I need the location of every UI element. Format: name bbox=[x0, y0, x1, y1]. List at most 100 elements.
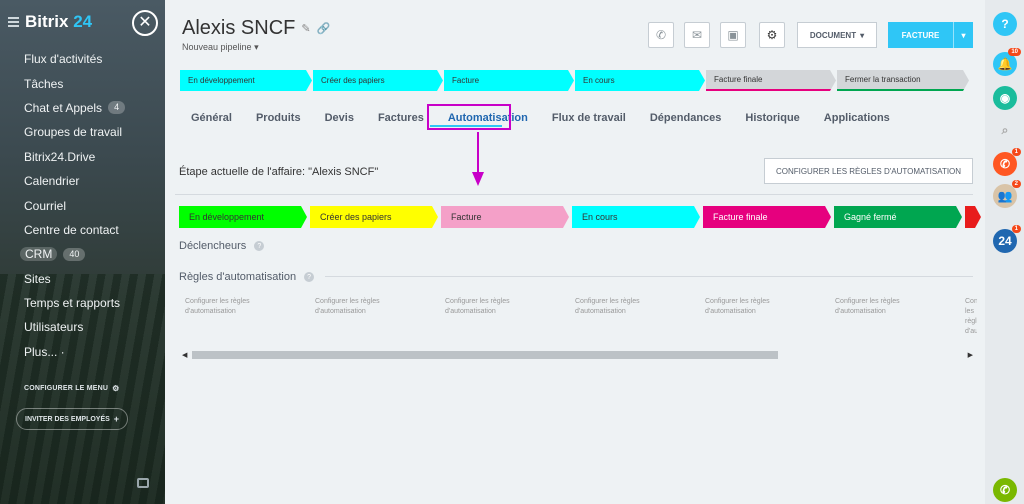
tab-g-n-ral[interactable]: Général bbox=[191, 112, 232, 124]
help-icon[interactable]: ? bbox=[304, 272, 315, 282]
b24-count: 1 bbox=[1011, 225, 1021, 233]
rule-placeholder: d'automatisation bbox=[315, 308, 366, 315]
chevron-down-icon[interactable]: ▾ bbox=[953, 22, 973, 48]
stage-step[interactable]: Fermer la transaction bbox=[837, 70, 969, 91]
notifications-button[interactable]: 🔔 10 bbox=[993, 48, 1021, 76]
divider bbox=[325, 276, 973, 277]
sidebar-item[interactable]: Centre de contact bbox=[24, 218, 125, 242]
phone-icon: ✆ bbox=[655, 28, 667, 42]
deal-title[interactable]: Alexis SNCF bbox=[182, 17, 296, 39]
sidebar-item[interactable]: Temps et rapports bbox=[24, 291, 125, 315]
invoice-label: FACTURE bbox=[901, 30, 940, 40]
call-button[interactable]: ✆ bbox=[648, 22, 674, 48]
configure-menu-link[interactable]: CONFIGURER LE MENU ⚙ bbox=[24, 384, 119, 393]
bitrix24-button[interactable]: 24 1 bbox=[993, 225, 1021, 253]
invite-employees-button[interactable]: INVITER DES EMPLOYÉS + bbox=[16, 408, 129, 430]
rule-placeholder: Configurer les règles bbox=[445, 298, 510, 305]
help-icon[interactable]: ? bbox=[254, 241, 265, 251]
contacts-button[interactable]: 👥 2 bbox=[993, 180, 1021, 208]
phone-call-button[interactable]: ✆ bbox=[993, 478, 1017, 502]
tab-historique[interactable]: Historique bbox=[745, 112, 800, 124]
tab-devis[interactable]: Devis bbox=[324, 112, 354, 124]
horizontal-scrollbar[interactable]: ◀ ▶ bbox=[182, 351, 973, 359]
phone-icon: ✆ bbox=[999, 483, 1011, 497]
pipeline-label: Nouveau pipeline bbox=[182, 42, 252, 52]
sidebar-item[interactable]: Plus... · bbox=[24, 340, 125, 364]
close-button[interactable]: ✕ bbox=[132, 10, 158, 36]
document-button[interactable]: DOCUMENT ▾ bbox=[797, 22, 877, 48]
tab-applications[interactable]: Applications bbox=[823, 112, 890, 124]
menu-icon[interactable] bbox=[8, 17, 19, 27]
divider bbox=[175, 194, 973, 195]
chat-circle-icon: ◉ bbox=[999, 91, 1011, 105]
current-stage-text: Étape actuelle de l'affaire: "Alexis SNC… bbox=[179, 166, 379, 178]
rule-placeholder: Configurer les règles bbox=[965, 298, 977, 325]
logo[interactable]: Bitrix 24 bbox=[8, 12, 92, 32]
sidebar-item[interactable]: Flux d'activités bbox=[24, 47, 125, 71]
sidebar-item[interactable]: Tâches bbox=[24, 71, 125, 95]
sidebar-item[interactable]: Utilisateurs bbox=[24, 315, 125, 339]
tab-factures[interactable]: Factures bbox=[377, 112, 424, 124]
sidebar-item[interactable]: Groupes de travail bbox=[24, 120, 125, 144]
right-toolbar: ? 🔔 10 ◉ ⌕ ✆ 1 👥 2 24 1 ✆ bbox=[985, 0, 1024, 504]
sidebar-item[interactable]: Courriel bbox=[24, 193, 125, 217]
calls-button[interactable]: ✆ 1 bbox=[993, 148, 1021, 176]
configure-rules-button[interactable]: CONFIGURER LES RÈGLES D'AUTOMATISATION bbox=[764, 158, 973, 184]
sidebar-item[interactable]: Sites bbox=[24, 267, 125, 291]
chat-button[interactable]: ▣ bbox=[720, 22, 746, 48]
sidebar-item[interactable]: Bitrix24.Drive bbox=[24, 145, 125, 169]
chevron-down-icon: ▾ bbox=[254, 42, 259, 52]
sidebar-item-count: 4 bbox=[108, 101, 126, 115]
sidebar-item-label: Courriel bbox=[24, 198, 67, 213]
help-button[interactable]: ? bbox=[993, 12, 1017, 36]
annotation-arrow bbox=[472, 132, 484, 186]
stage-step[interactable]: En développement bbox=[180, 70, 312, 91]
tab-flux-de-travail[interactable]: Flux de travail bbox=[551, 112, 626, 124]
close-icon: ✕ bbox=[138, 14, 152, 31]
sidebar-background bbox=[0, 274, 165, 504]
stage-step[interactable]: Facture bbox=[444, 70, 574, 91]
tab-d-pendances[interactable]: Dépendances bbox=[649, 112, 722, 124]
scroll-left-icon[interactable]: ◀ bbox=[182, 352, 188, 359]
settings-button[interactable]: ⚙ bbox=[759, 22, 785, 48]
sidebar-item[interactable]: Calendrier bbox=[24, 169, 125, 193]
open-channels-button[interactable]: ◉ bbox=[993, 86, 1017, 110]
sidebar-item-label: CRM bbox=[20, 247, 58, 262]
stage-step[interactable]: En cours bbox=[575, 70, 705, 91]
stage-step[interactable]: Créer des papiers bbox=[313, 70, 443, 91]
printer-icon[interactable] bbox=[137, 478, 149, 488]
pencil-icon[interactable]: ✎ bbox=[301, 23, 311, 35]
email-button[interactable]: ✉ bbox=[684, 22, 710, 48]
configure-menu-label: CONFIGURER LE MENU bbox=[24, 385, 109, 392]
stage-step[interactable]: Facture finale bbox=[706, 70, 836, 91]
rule-placeholder: d'automatisation bbox=[835, 308, 886, 315]
scroll-right-icon[interactable]: ▶ bbox=[967, 352, 973, 359]
automation-stage: En développement bbox=[179, 206, 307, 228]
rule-placeholder: Configurer les règles bbox=[185, 298, 250, 305]
sidebar-item-label: Bitrix24.Drive bbox=[24, 149, 96, 164]
phone-icon: ✆ bbox=[999, 157, 1011, 171]
calls-count: 1 bbox=[1011, 148, 1021, 156]
tab-automatisation[interactable]: Automatisation bbox=[447, 112, 528, 124]
rule-placeholder: d'automatisation bbox=[575, 308, 626, 315]
pipeline-selector[interactable]: Nouveau pipeline ▾ bbox=[182, 42, 259, 53]
sidebar-item-label: Plus... · bbox=[24, 344, 65, 359]
tab-bar: Général Produits Devis Factures Automatisati… bbox=[191, 112, 914, 124]
search-button[interactable]: ⌕ bbox=[993, 118, 1017, 142]
invoice-button[interactable]: FACTURE ▾ bbox=[888, 22, 973, 48]
automation-stage bbox=[965, 206, 981, 228]
link-icon[interactable]: 🔗 bbox=[316, 23, 331, 35]
tab-produits[interactable]: Produits bbox=[255, 112, 301, 124]
scroll-thumb[interactable] bbox=[192, 351, 778, 359]
